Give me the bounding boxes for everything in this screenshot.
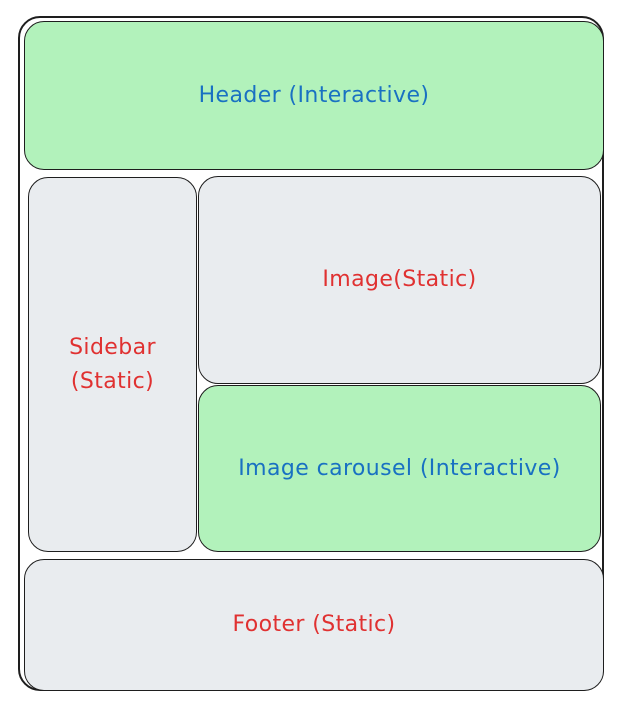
sidebar-block: Sidebar (Static): [28, 177, 197, 552]
footer-block: Footer (Static): [24, 559, 604, 691]
header-label: Header (Interactive): [198, 82, 430, 108]
image-block: Image(Static): [198, 176, 601, 384]
sidebar-label: Sidebar (Static): [69, 334, 156, 394]
header-block: Header (Interactive): [24, 21, 604, 170]
image-carousel-label: Image carousel (Interactive): [238, 455, 561, 481]
image-carousel-block: Image carousel (Interactive): [198, 385, 601, 552]
image-label: Image(Static): [322, 267, 477, 292]
footer-label: Footer (Static): [232, 612, 396, 637]
